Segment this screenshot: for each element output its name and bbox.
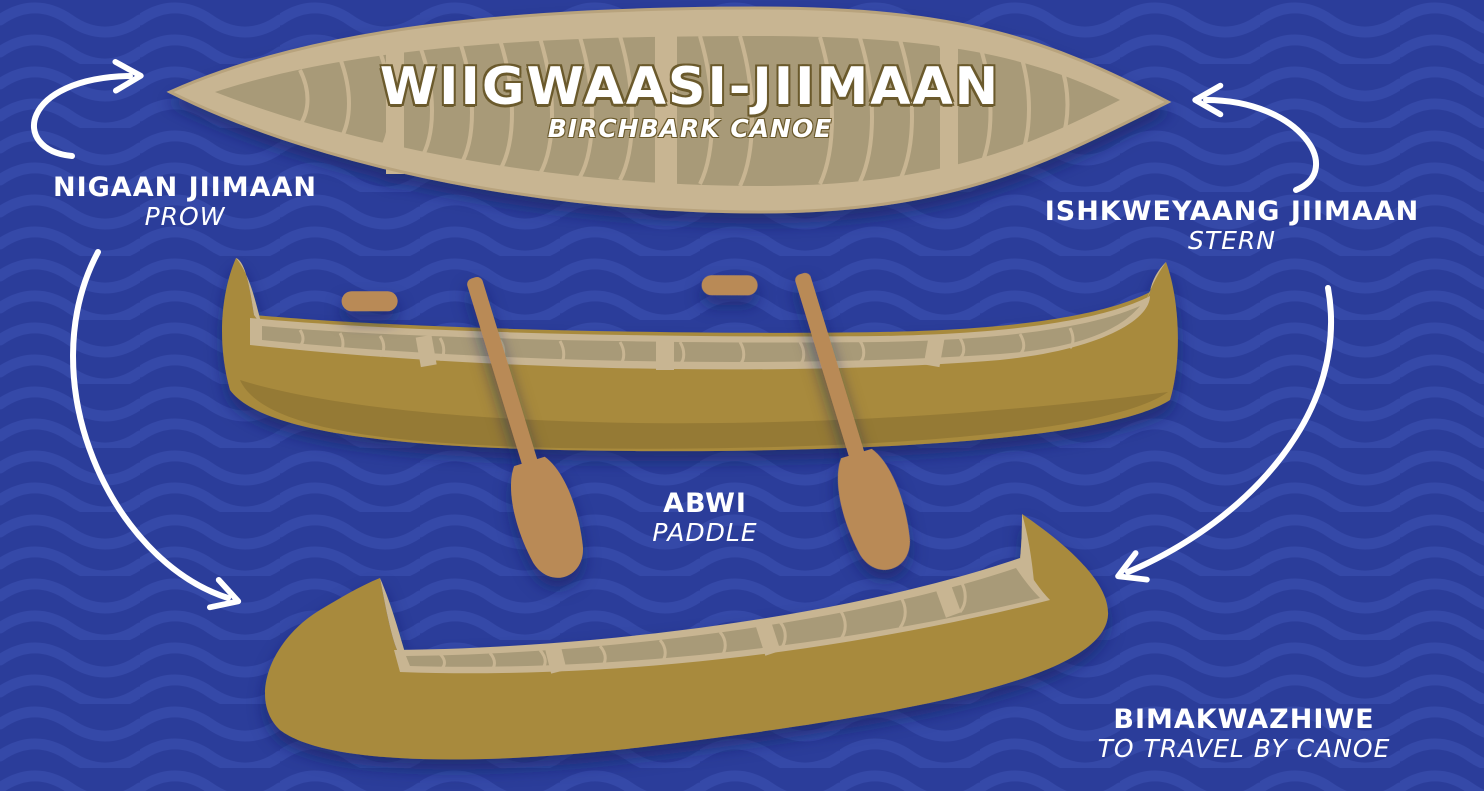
stern-word: ISHKWEYAANG JIIMAAN [980,196,1484,227]
prow-translation: PROW [0,203,370,232]
paddle-word: ABWI [620,488,790,519]
travel-translation: TO TRAVEL BY CANOE [1004,735,1484,764]
stern-label: ISHKWEYAANG JIIMAAN STERN [980,196,1484,256]
paddle-translation: PADDLE [620,519,790,548]
title-translation: BIRCHBARK CANOE [330,115,1050,143]
title-word: WIIGWAASI-JIIMAAN [330,60,1050,115]
stern-translation: STERN [980,227,1484,256]
title-label: WIIGWAASI-JIIMAAN BIRCHBARK CANOE [330,60,1050,142]
prow-word: NIGAAN JIIMAAN [0,172,370,203]
prow-label: NIGAAN JIIMAAN PROW [0,172,370,232]
travel-label: BIMAKWAZHIWE TO TRAVEL BY CANOE [1004,704,1484,764]
travel-word: BIMAKWAZHIWE [1004,704,1484,735]
paddle-label: ABWI PADDLE [620,488,790,548]
